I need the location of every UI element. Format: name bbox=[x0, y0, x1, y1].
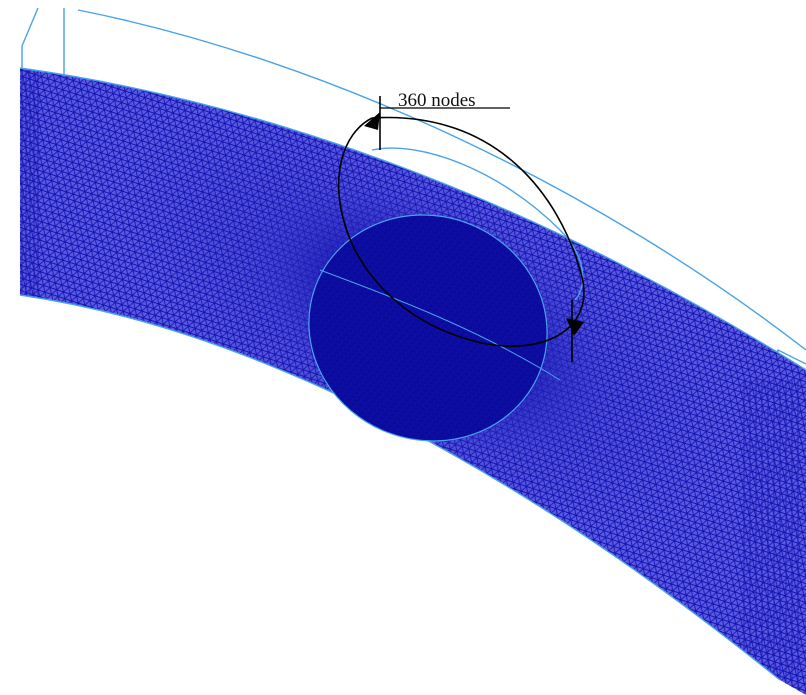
arrow-head-bottom-icon bbox=[566, 318, 584, 336]
arrow-head-top-icon bbox=[364, 112, 380, 130]
node-count-label: 360 nodes bbox=[398, 90, 476, 111]
